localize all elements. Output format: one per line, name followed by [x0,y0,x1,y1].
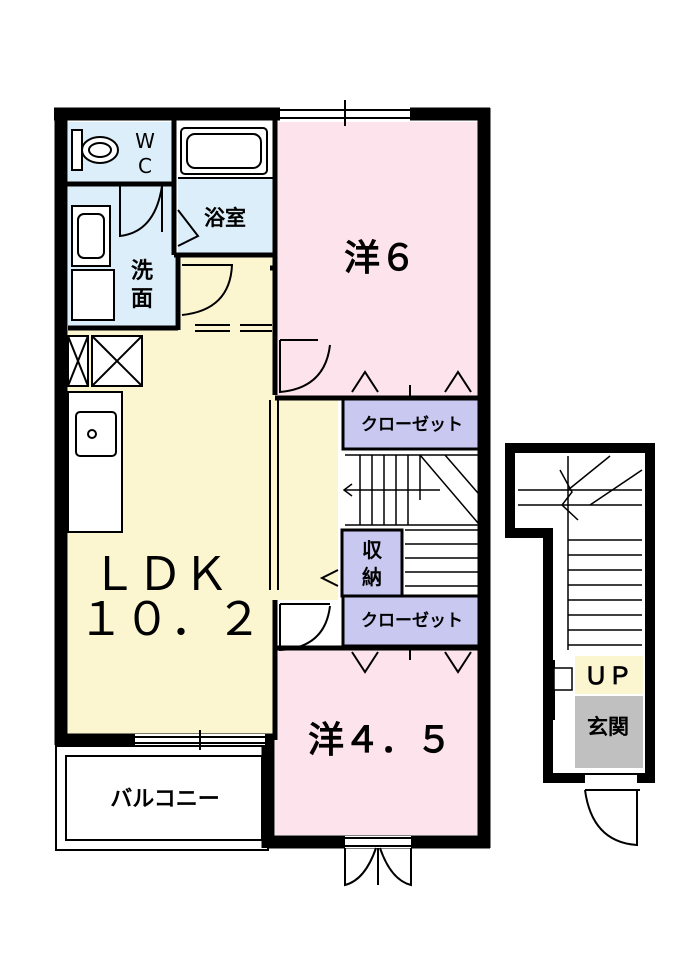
interior-walls [66,120,484,740]
washroom-label-1: 洗 [131,259,153,284]
annex-walls [505,443,655,783]
storage [340,528,404,598]
storage-label-2: 納 [362,565,382,589]
entrance-label: 玄関 [587,715,629,739]
ldk-label: ＬＤＫ [91,547,229,601]
stairs-main [342,454,485,587]
stairs-annex [518,455,643,650]
toilet-fixture [71,129,119,171]
storage-label-1: 収 [362,538,383,562]
closet-lower-label: クローゼット [361,610,463,631]
bath-room [178,178,275,253]
wc-label-c: C [138,154,152,178]
kitchen-counter [67,335,143,533]
wc-label-w: W [135,129,155,153]
western-6-label: 洋６ [344,238,416,279]
up-area [575,656,643,694]
western-4-5-room [275,648,482,835]
western-4-5-label: 洋４．５ [308,720,452,761]
balcony [55,745,269,851]
balcony-label: バルコニー [110,787,220,812]
bath-label: 浴室 [204,206,246,230]
washroom-label-2: 面 [131,287,153,312]
ldk-size-label: １０．２ [78,592,262,646]
entrance-area [575,696,643,768]
bathtub-fixture [180,127,268,175]
wash-basin-fixture [71,205,115,321]
closet-upper-label: クローゼット [361,414,463,435]
up-label: ＵＰ [584,662,632,690]
western-6-room [275,122,482,397]
